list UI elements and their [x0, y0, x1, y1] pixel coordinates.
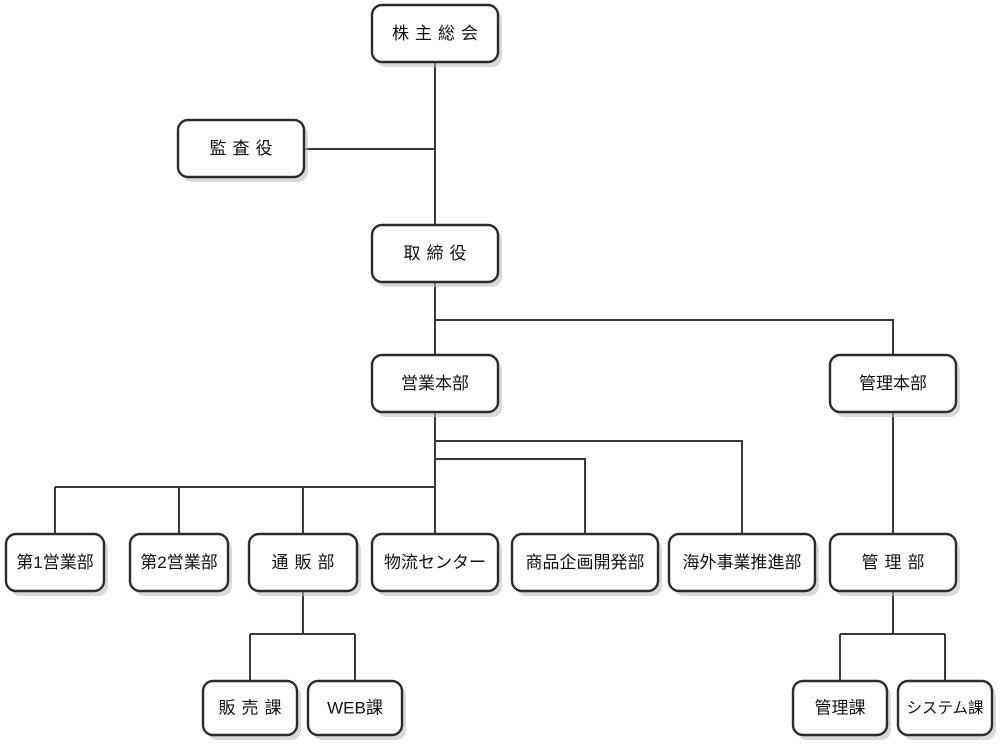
node-label: 管理本部 [859, 374, 927, 393]
node-label: 第2営業部 [140, 553, 217, 572]
node-box[interactable] [828, 353, 958, 414]
node-box[interactable] [4, 532, 106, 593]
node-web-section[interactable]: WEB課 [306, 679, 406, 740]
node-logistics-center[interactable]: 物流センター [370, 532, 502, 596]
node-label: 取締役 [404, 244, 473, 263]
node-box[interactable] [370, 223, 500, 284]
node-system-section[interactable]: システム課 [896, 679, 996, 740]
node-sales-headquarters[interactable]: 営業本部 [370, 353, 502, 417]
node-box[interactable] [828, 532, 958, 593]
node-label: システム課 [906, 699, 984, 717]
node-admin-dept[interactable]: 管理部 [828, 532, 960, 596]
node-label: WEB課 [327, 698, 383, 717]
node-label: 商品企画開発部 [526, 553, 645, 572]
node-label: 物流センター [384, 553, 486, 572]
node-auditor[interactable]: 監査役 [176, 118, 308, 182]
node-shareholders-meeting[interactable]: 株主総会 [370, 3, 502, 67]
node-box[interactable] [896, 679, 994, 737]
node-label: 営業本部 [401, 374, 469, 393]
connector-layer [54, 62, 946, 681]
node-box[interactable] [370, 353, 500, 414]
node-label: 管理課 [815, 698, 866, 717]
node-board-of-directors[interactable]: 取締役 [370, 223, 502, 287]
node-box[interactable] [176, 118, 306, 179]
node-box[interactable] [306, 679, 404, 737]
node-label: 管理部 [862, 553, 931, 572]
node-box[interactable] [370, 532, 500, 593]
node-sales-dept-2[interactable]: 第2営業部 [128, 532, 232, 596]
node-product-planning-dept[interactable]: 商品企画開発部 [510, 532, 662, 596]
node-box[interactable] [667, 532, 817, 593]
node-label: 監査役 [210, 139, 279, 158]
node-admin-headquarters[interactable]: 管理本部 [828, 353, 960, 417]
node-overseas-business-dept[interactable]: 海外事業推進部 [667, 532, 819, 596]
node-box[interactable] [201, 679, 299, 737]
node-label: 株主総会 [392, 24, 484, 43]
node-label: 第1営業部 [16, 553, 93, 572]
node-mail-order-dept[interactable]: 通販部 [247, 532, 361, 596]
node-box[interactable] [247, 532, 359, 593]
connector-branch-sales-hq-to-product-planning [435, 458, 586, 534]
node-admin-section[interactable]: 管理課 [791, 679, 891, 740]
node-box[interactable] [370, 3, 500, 64]
node-label: 通販部 [272, 553, 341, 572]
node-box[interactable] [791, 679, 889, 737]
node-sales-dept-1[interactable]: 第1営業部 [4, 532, 108, 596]
connector-branch-board-to-admin-hq [435, 319, 894, 355]
node-box[interactable] [510, 532, 660, 593]
node-label: 販売課 [219, 698, 288, 717]
connector-branch-sales-hq-to-overseas [435, 440, 743, 534]
node-label: 海外事業推進部 [683, 553, 802, 572]
node-box[interactable] [128, 532, 230, 593]
node-sales-section[interactable]: 販売課 [201, 679, 301, 740]
